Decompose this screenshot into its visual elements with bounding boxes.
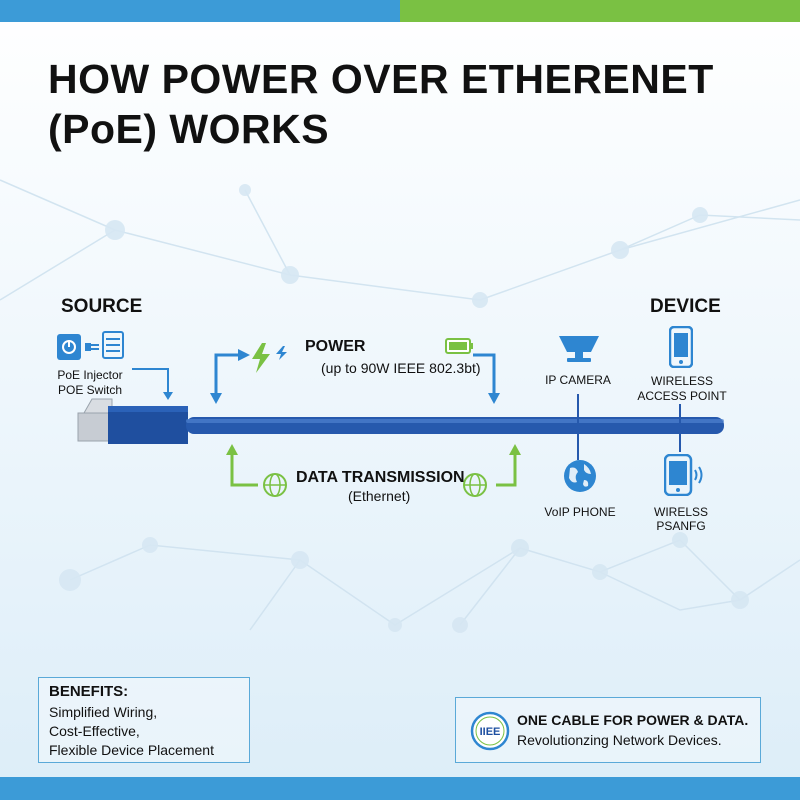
power-supply-icon [57, 334, 81, 360]
globe-data-icon-right [463, 473, 487, 497]
bottom-bar [0, 777, 800, 800]
title-line-2: (PoE) WORKS [48, 106, 330, 152]
power-arrow-right [473, 353, 496, 398]
data-arrow-right [496, 451, 517, 487]
slogan-box: IIEE ONE CABLE FOR POWER & DATA. Revolut… [455, 697, 761, 763]
benefit-item: Simplified Wiring, [49, 704, 158, 720]
access-point-label-line-1: WIRELESS [650, 374, 714, 388]
data-arrow-left [230, 451, 258, 487]
ethernet-cable [186, 417, 724, 434]
ieee-badge-text: IIEE [480, 726, 501, 738]
benefits-title: BENEFITS: [49, 683, 129, 700]
benefit-item: Cost-Effective, [49, 723, 140, 739]
source-connector-arrow [132, 368, 169, 396]
slogan-line-2: Revolutionzing Network Devices. [517, 732, 722, 748]
camera-icon [559, 336, 599, 362]
slogan-line-1: ONE CABLE FOR POWER & DATA. [517, 712, 749, 728]
battery-icon [445, 338, 473, 354]
data-transmission-title: DATA TRANSMISSION [296, 469, 465, 486]
rj45-connector [77, 398, 188, 444]
ieee-badge-icon: IIEE [470, 711, 510, 751]
globe-data-icon-left [263, 473, 287, 497]
ip-camera-label: IP CAMERA [545, 373, 611, 387]
power-subtitle: (up to 90W IEEE 802.3bt) [321, 360, 481, 376]
data-transmission-subtitle: (Ethernet) [348, 488, 411, 504]
access-point-label-line-2: ACCESS POINT [637, 389, 727, 403]
wireless-device-label-line-2: PSANFG [656, 519, 706, 533]
top-bar-blue [0, 0, 400, 22]
benefit-item: Flexible Device Placement [49, 742, 214, 758]
device-heading: DEVICE [650, 296, 721, 317]
top-bar-green [400, 0, 800, 22]
wireless-phone-icon [664, 454, 703, 496]
page-title: HOW POWER OVER ETHERENET (PoE) WORKS [48, 54, 714, 154]
plug-icon [85, 343, 99, 351]
smartphone-icon [669, 326, 693, 368]
poe-injector-label: PoE Injector [57, 368, 123, 382]
power-title: POWER [305, 338, 366, 355]
wireless-device-label-line-1: WIRELSS [653, 505, 709, 519]
server-icon [102, 331, 124, 359]
source-heading: SOURCE [61, 296, 143, 317]
poe-switch-label: POE Switch [57, 383, 123, 397]
small-lightning-icon [276, 346, 287, 360]
title-line-1: HOW POWER OVER ETHERENET [48, 56, 714, 102]
globe-icon [564, 460, 596, 492]
lightning-icon [252, 343, 270, 373]
benefits-box: BENEFITS: Simplified Wiring, Cost-Effect… [38, 677, 250, 763]
voip-phone-label: VoIP PHONE [544, 505, 616, 519]
power-arrow-left [214, 353, 246, 398]
